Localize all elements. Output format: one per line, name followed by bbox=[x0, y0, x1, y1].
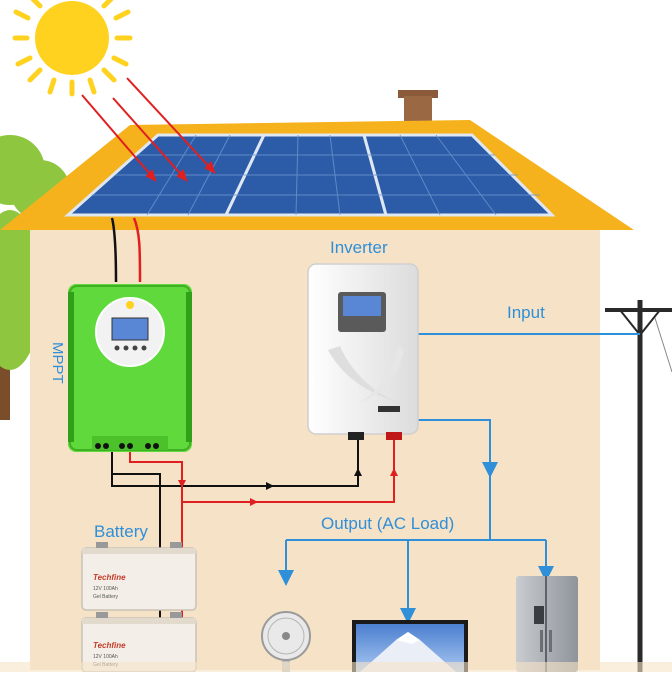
mppt-controller bbox=[68, 284, 192, 452]
mppt-label: MPPT bbox=[49, 342, 66, 384]
ground bbox=[0, 662, 672, 672]
ac-output-wires bbox=[278, 419, 554, 624]
battery-bottom-spec: 12V 100Ah bbox=[93, 654, 118, 660]
inverter-label: Inverter bbox=[330, 238, 388, 257]
battery-top-brand: Techfine bbox=[93, 573, 126, 582]
output-label: Output (AC Load) bbox=[321, 514, 455, 533]
input-label: Input bbox=[507, 303, 545, 322]
utility-pole bbox=[605, 300, 672, 672]
battery-top-spec: 12V 100Ah bbox=[93, 586, 118, 592]
sunlight-rays bbox=[81, 77, 216, 182]
solar-panels bbox=[64, 133, 556, 217]
fan-icon bbox=[261, 611, 311, 672]
battery-bottom-brand: Techfine bbox=[93, 641, 126, 650]
sun-icon bbox=[12, 0, 133, 97]
panel-to-mppt-wires bbox=[110, 217, 142, 283]
battery-bottom bbox=[81, 612, 197, 673]
dc-wires bbox=[111, 440, 398, 618]
inverter-unit bbox=[307, 263, 419, 440]
battery-label: Battery bbox=[94, 522, 148, 541]
refrigerator-icon bbox=[516, 576, 578, 672]
battery-top-type: Gel Battery bbox=[93, 594, 119, 600]
chimney bbox=[398, 90, 438, 124]
battery-top bbox=[81, 542, 197, 611]
